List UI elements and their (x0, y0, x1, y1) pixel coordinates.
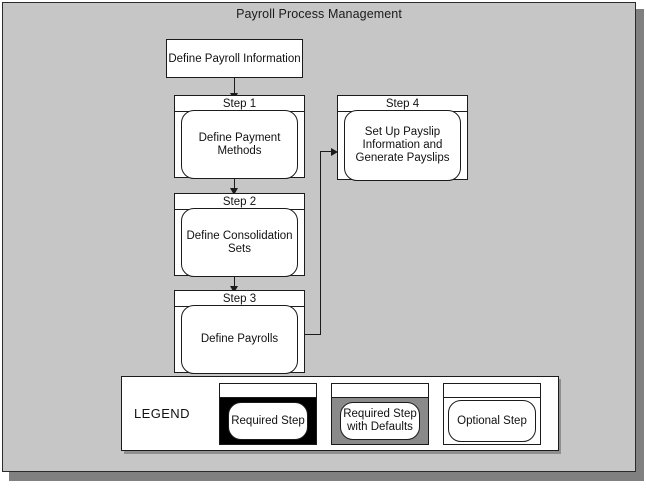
step-4-label-line1: Set Up Payslip (364, 126, 441, 138)
connector-step1-to-step2-line (234, 178, 235, 190)
step-3-body: Define Payrolls (175, 305, 304, 374)
step-1-label-wrap: Define Payment Methods (199, 132, 281, 158)
step-3-inner: Define Payrolls (181, 305, 298, 374)
legend-item-optional-step[interactable]: Optional Step (443, 383, 541, 445)
connector-step3-to-step4-seg1 (305, 334, 321, 335)
legend-item-3-label: Optional Step (457, 414, 527, 427)
step-1-body: Define Payment Methods (175, 110, 304, 179)
connector-start-to-step1-line (234, 78, 235, 95)
legend-item-required-step-with-defaults[interactable]: Required Step with Defaults (331, 383, 429, 445)
step-1-label-line2: Methods (217, 144, 262, 157)
legend-panel: LEGEND Required Step Required Step (121, 376, 559, 451)
connector-step2-to-step3-arrow (230, 286, 238, 293)
legend-item-1-label: Required Step (231, 414, 305, 427)
step-4-label-line2: Information and (362, 139, 443, 151)
step-box-2[interactable]: Step 2 Define Consolidation Sets (174, 193, 305, 277)
step-2-label-line2: Sets (227, 242, 251, 255)
step-box-4[interactable]: Step 4 Set Up Payslip Information and Ge… (337, 95, 468, 181)
legend-item-1-inner: Required Step (228, 402, 308, 440)
legend-item-1-header (220, 384, 316, 398)
step-4-label-line3: Generate Payslips (355, 152, 450, 164)
step-1-inner: Define Payment Methods (181, 110, 298, 179)
legend-item-3-body: Optional Step (444, 398, 540, 444)
legend-item-3-header (444, 384, 540, 398)
legend-item-1-body: Required Step (220, 398, 316, 444)
connector-step3-to-step4-seg3 (320, 151, 333, 152)
legend-item-2-label-line1: Required Step (343, 408, 417, 420)
legend-item-2-inner: Required Step with Defaults (340, 402, 420, 440)
legend-item-3-inner: Optional Step (448, 400, 536, 442)
legend-item-2-header (332, 384, 428, 398)
step-2-label-line1: Define Consolidation (186, 229, 293, 242)
legend-item-2-label-line2: with Defaults (347, 421, 413, 433)
diagram-panel: Payroll Process Management Define Payrol… (2, 2, 636, 472)
connector-step2-to-step3-line (234, 276, 235, 288)
step-box-1[interactable]: Step 1 Define Payment Methods (174, 95, 305, 179)
node-label: Define Payroll Information (168, 52, 301, 65)
legend-item-2-label-wrap: Required Step with Defaults (343, 408, 417, 434)
step-4-label-wrap: Set Up Payslip Information and Generate … (356, 126, 450, 165)
step-4-body: Set Up Payslip Information and Generate … (338, 110, 467, 181)
step-4-inner: Set Up Payslip Information and Generate … (344, 110, 461, 181)
step-3-label-line1: Define Payrolls (200, 333, 279, 345)
connector-step1-to-step2-arrow (230, 188, 238, 195)
connector-step3-to-step4-seg2 (320, 151, 321, 335)
node-define-payroll-information[interactable]: Define Payroll Information (166, 39, 303, 78)
step-2-body: Define Consolidation Sets (175, 208, 304, 277)
page-title: Payroll Process Management (236, 7, 402, 21)
legend-item-required-step[interactable]: Required Step (219, 383, 317, 445)
step-2-inner: Define Consolidation Sets (181, 208, 298, 277)
legend-item-2-body: Required Step with Defaults (332, 398, 428, 444)
legend-title: LEGEND (134, 406, 190, 421)
step-1-label-line1: Define Payment (198, 131, 281, 144)
step-2-label-wrap: Define Consolidation Sets (186, 230, 292, 256)
connector-step3-to-step4-arrow (331, 148, 338, 156)
step-box-3[interactable]: Step 3 Define Payrolls (174, 290, 305, 374)
